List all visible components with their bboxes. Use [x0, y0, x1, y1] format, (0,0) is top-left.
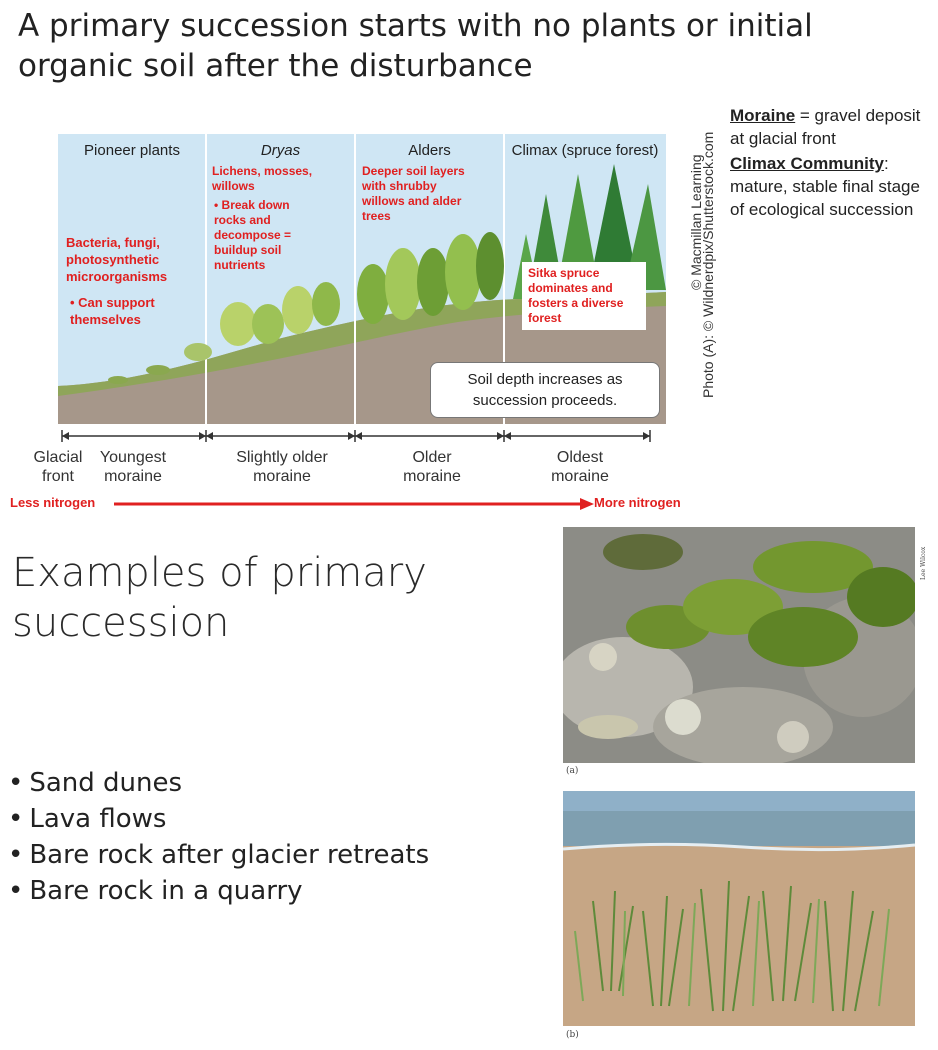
stage-heading-dryas: Dryas [260, 142, 301, 159]
moss-lichen-rock-photo [563, 527, 915, 763]
moraine-definition: Moraine = gravel deposit at glacial fron… [730, 104, 930, 150]
climax-definition: Climax Community: mature, stable final s… [730, 152, 930, 221]
axis-oldest-moraine: Oldest moraine [551, 449, 609, 485]
moraine-def: = gravel deposit at glacial front [730, 106, 921, 148]
moraine-axis [61, 430, 651, 442]
moraine-term: Moraine [730, 106, 796, 125]
photo-a-credit: Lee Wilcox [920, 546, 927, 580]
definitions-panel: Moraine = gravel deposit at glacial fron… [730, 104, 930, 221]
photo-credit: Photo (A): © Wildnerdpix/Shutterstock.co… [676, 100, 718, 410]
axis-older-moraine: Older moraine [403, 449, 461, 485]
list-item: Sand dunes [8, 765, 528, 801]
pioneer-bullet: • Can support themselves [70, 295, 155, 327]
soil-depth-callout: Soil depth increases as succession proce… [430, 362, 660, 418]
pioneer-note: Bacteria, fungi, photosynthetic microorg… [66, 235, 168, 284]
axis-glacial-front: Glacial front [33, 449, 83, 485]
axis-youngest-moraine: Youngest moraine [99, 449, 167, 485]
axis-slightly-older-moraine: Slightly older moraine [236, 449, 328, 485]
nitrogen-arrow [114, 498, 594, 510]
photo-a-label: (a) [566, 766, 579, 776]
list-item: Bare rock in a quarry [8, 873, 528, 909]
succession-diagram: Pioneer plants Dryas Alders Climax (spru… [58, 134, 666, 424]
list-item: Bare rock after glacier retreats [8, 837, 528, 873]
examples-heading: Examples of primary succession [12, 550, 427, 646]
climax-def: : mature, stable final stage of ecologic… [730, 154, 920, 219]
alders-note: Deeper soil layers with shrubby willows … [362, 164, 465, 223]
photo-credit-line2: © Macmillan Learning [688, 154, 704, 290]
climax-note-box: Sitka spruce dominates and fosters a div… [522, 262, 646, 330]
climax-term: Climax Community [730, 154, 884, 173]
slide-title: A primary succession starts with no plan… [18, 8, 813, 84]
examples-list: Sand dunes Lava flows Bare rock after gl… [8, 765, 528, 909]
dryas-bullet: • Break down rocks and decompose = build… [214, 198, 292, 272]
stage-heading-pioneer: Pioneer plants [84, 142, 180, 159]
less-nitrogen-label: Less nitrogen [10, 495, 96, 510]
photo-b-label: (b) [566, 1030, 579, 1040]
stage-heading-climax: Climax (spruce forest) [511, 142, 659, 159]
pioneer-bullet-text: Can support themselves [70, 295, 155, 327]
stage-heading-alders: Alders [408, 142, 451, 159]
dryas-bullet-text: Break down rocks and decompose = buildup… [214, 198, 292, 272]
list-item: Lava flows [8, 801, 528, 837]
dryas-note: Lichens, mosses, willows [212, 164, 313, 193]
sand-dune-grass-photo [563, 791, 915, 1026]
more-nitrogen-label: More nitrogen [594, 495, 681, 510]
